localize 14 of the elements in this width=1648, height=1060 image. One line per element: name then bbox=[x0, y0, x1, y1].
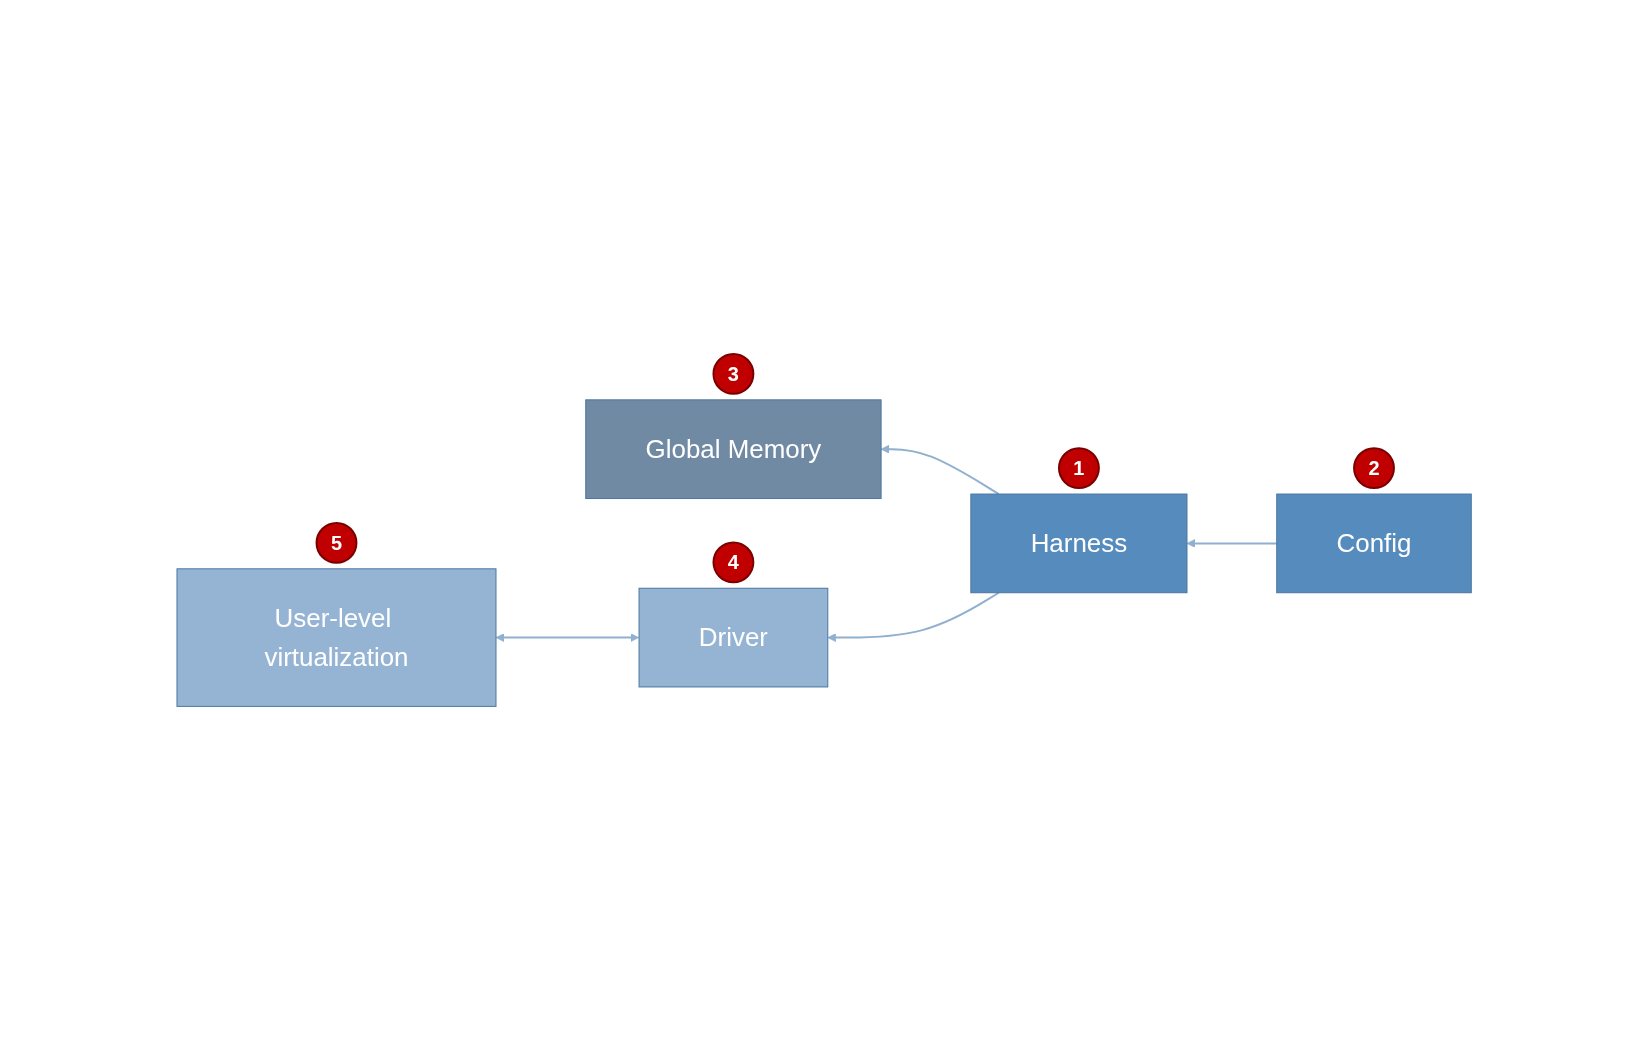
arrow bbox=[495, 633, 639, 642]
arrow bbox=[827, 591, 1000, 642]
node-box: User-level virtualization bbox=[176, 568, 497, 707]
arrow bbox=[880, 444, 1000, 495]
callout-number: 4 bbox=[712, 541, 755, 584]
node-box: Harness bbox=[970, 493, 1188, 594]
arrow bbox=[1186, 538, 1278, 548]
node-box: Config bbox=[1276, 493, 1472, 594]
node-box: Driver bbox=[638, 587, 829, 688]
callout-number: 2 bbox=[1352, 447, 1395, 489]
callout-number: 1 bbox=[1057, 447, 1100, 489]
callout-number: 3 bbox=[712, 352, 755, 395]
node-box: Global Memory bbox=[585, 399, 882, 499]
callout-number: 5 bbox=[315, 521, 358, 564]
